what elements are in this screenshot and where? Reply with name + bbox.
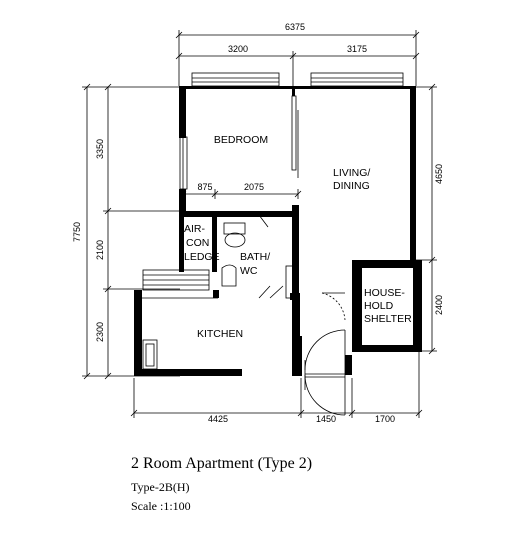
room-label-living-1: LIVING/	[333, 167, 370, 179]
room-label-aircon-1: AIR-	[184, 223, 206, 235]
dimension-lines	[82, 30, 437, 418]
dim-bedroom-inner-right: 2075	[244, 182, 264, 192]
dim-bottom-right: 1700	[375, 414, 395, 424]
dim-right-lower: 2400	[434, 295, 444, 315]
room-label-shelter-2: HOLD	[364, 300, 394, 312]
room-label-bath-2: WC	[240, 265, 258, 277]
plan-title: 2 Room Apartment (Type 2)	[131, 455, 313, 472]
dim-overall-height: 7750	[72, 222, 82, 242]
dim-bottom-left: 4425	[208, 414, 228, 424]
dim-left-upper: 3350	[95, 139, 105, 159]
door-and-fixture-lines	[142, 95, 346, 416]
dim-right-upper: 4650	[434, 164, 444, 184]
dim-bottom-middle: 1450	[316, 414, 336, 424]
window-frames	[142, 72, 404, 291]
dim-top-left: 3200	[228, 44, 248, 54]
room-label-shelter-3: SHELTER	[364, 313, 412, 325]
room-label-living-2: DINING	[333, 180, 370, 192]
plan-scale: Scale :1:100	[131, 499, 191, 513]
walls	[134, 86, 422, 376]
room-label-shelter-1: HOUSE-	[364, 287, 405, 299]
dim-left-middle: 2100	[95, 240, 105, 260]
plan-type: Type-2B(H)	[131, 480, 190, 494]
room-label-bedroom: BEDROOM	[214, 134, 268, 146]
room-label-aircon-2: CON	[186, 237, 209, 249]
room-label-aircon-3: LEDGE	[184, 251, 220, 263]
dim-top-right: 3175	[347, 44, 367, 54]
dim-overall-width: 6375	[285, 22, 305, 32]
room-label-bath-1: BATH/	[240, 251, 270, 263]
dim-bedroom-inner-left: 875	[197, 182, 212, 192]
dim-left-lower: 2300	[95, 322, 105, 342]
room-label-kitchen: KITCHEN	[197, 328, 243, 340]
